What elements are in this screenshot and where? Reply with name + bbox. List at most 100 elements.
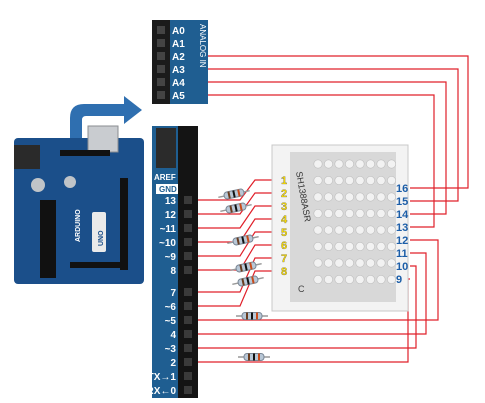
matrix-right-pin-label: 13 <box>396 222 408 234</box>
digital-pin-hole <box>184 266 192 274</box>
matrix-right-pin-label: 14 <box>396 209 409 221</box>
digital-pin-hole <box>184 302 192 310</box>
digital-pin-hole <box>184 330 192 338</box>
digital-pin-label: 13 <box>165 196 177 207</box>
wire <box>198 231 278 257</box>
led-dot <box>355 209 365 219</box>
led-dot <box>334 274 344 284</box>
digital-pin-label: ~5 <box>165 316 177 327</box>
digital-pin-hole <box>184 224 192 232</box>
usb-port <box>87 125 119 153</box>
digital-pin-hole <box>184 316 192 324</box>
digital-header-top-plug <box>156 128 176 168</box>
digital-pin-label: TX→1 <box>148 372 177 383</box>
led-dot <box>386 176 396 186</box>
digital-pin-label: ~11 <box>160 224 177 235</box>
led-dot <box>344 159 354 169</box>
led-dot <box>365 258 375 268</box>
led-dot <box>376 159 386 169</box>
led-dot <box>355 192 365 202</box>
led-dot <box>323 192 333 202</box>
led-dot <box>344 209 354 219</box>
matrix-left-pin-label: 5 <box>281 227 287 239</box>
led-dot <box>365 242 375 252</box>
led-dot <box>386 159 396 169</box>
analog-header-black <box>152 20 170 104</box>
uno-badge <box>92 212 106 252</box>
wire <box>198 257 278 293</box>
digital-pin-label: 4 <box>170 330 176 341</box>
analog-pin-hole <box>157 26 165 34</box>
digital-pin-hole <box>184 344 192 352</box>
led-dot <box>313 258 323 268</box>
arduino-board-photo: ARDUINO UNO <box>14 125 144 284</box>
digital-pin-hole <box>184 252 192 260</box>
analog-pin-hole <box>157 78 165 86</box>
digital-pin-hole <box>184 238 192 246</box>
digital-header-labels <box>152 126 178 398</box>
analog-pin-hole <box>157 65 165 73</box>
led-dot <box>313 242 323 252</box>
resistor <box>220 202 252 214</box>
board-model-text: UNO <box>98 230 105 246</box>
led-dot <box>313 192 323 202</box>
arrow-icon <box>70 96 142 138</box>
matrix-left-pin-label: 2 <box>281 188 287 200</box>
board-top-header <box>60 150 110 156</box>
wire <box>208 81 447 215</box>
analog-pin-hole <box>157 39 165 47</box>
led-dot <box>323 274 333 284</box>
gnd-label: GND <box>159 185 177 194</box>
analog-in-label: ANALOG IN <box>198 24 207 68</box>
matrix-left-pin-label: 7 <box>281 253 287 265</box>
led-dot <box>386 258 396 268</box>
led-dot <box>376 176 386 186</box>
gnd-label-bg <box>156 184 178 194</box>
led-dot <box>365 225 375 235</box>
led-dot <box>365 192 375 202</box>
matrix-left-pin-label: 3 <box>281 201 287 213</box>
led-dot <box>355 225 365 235</box>
matrix-left-pin-label: 1 <box>281 175 287 187</box>
digital-header-black <box>178 126 198 398</box>
led-dot <box>355 274 365 284</box>
analog-pin-label: A1 <box>172 39 185 50</box>
led-dot <box>334 159 344 169</box>
analog-pin-label: A5 <box>172 91 185 102</box>
led-dot <box>365 159 375 169</box>
led-dot <box>313 274 323 284</box>
led-dot <box>313 176 323 186</box>
led-dot <box>386 242 396 252</box>
wire <box>208 55 469 189</box>
resistor <box>236 312 268 320</box>
led-dot <box>323 176 333 186</box>
analog-pin-label: A2 <box>172 52 185 63</box>
led-dot <box>334 242 344 252</box>
digital-pin-hole <box>184 210 192 218</box>
led-dot <box>344 225 354 235</box>
led-grid <box>313 159 396 284</box>
led-dot <box>376 192 386 202</box>
analog-pin-label: A4 <box>172 78 185 89</box>
led-dot <box>344 258 354 268</box>
led-dot <box>344 192 354 202</box>
digital-pin-hole <box>184 196 192 204</box>
digital-pin-label: ~9 <box>165 252 177 263</box>
led-dot <box>355 159 365 169</box>
wire <box>198 252 427 335</box>
led-dot <box>313 209 323 219</box>
led-dot <box>386 209 396 219</box>
led-dot <box>365 274 375 284</box>
matrix-left-pin-label: 4 <box>281 214 288 226</box>
wire <box>198 270 278 307</box>
board-side-header <box>120 178 128 270</box>
resistors <box>218 188 270 361</box>
board-bottom-header <box>70 262 120 268</box>
wire <box>198 239 439 321</box>
digital-pin-label: ~10 <box>159 238 176 249</box>
digital-pin-hole <box>184 288 192 296</box>
led-dot <box>376 242 386 252</box>
analog-pin-label: A0 <box>172 26 185 37</box>
led-dot <box>313 159 323 169</box>
